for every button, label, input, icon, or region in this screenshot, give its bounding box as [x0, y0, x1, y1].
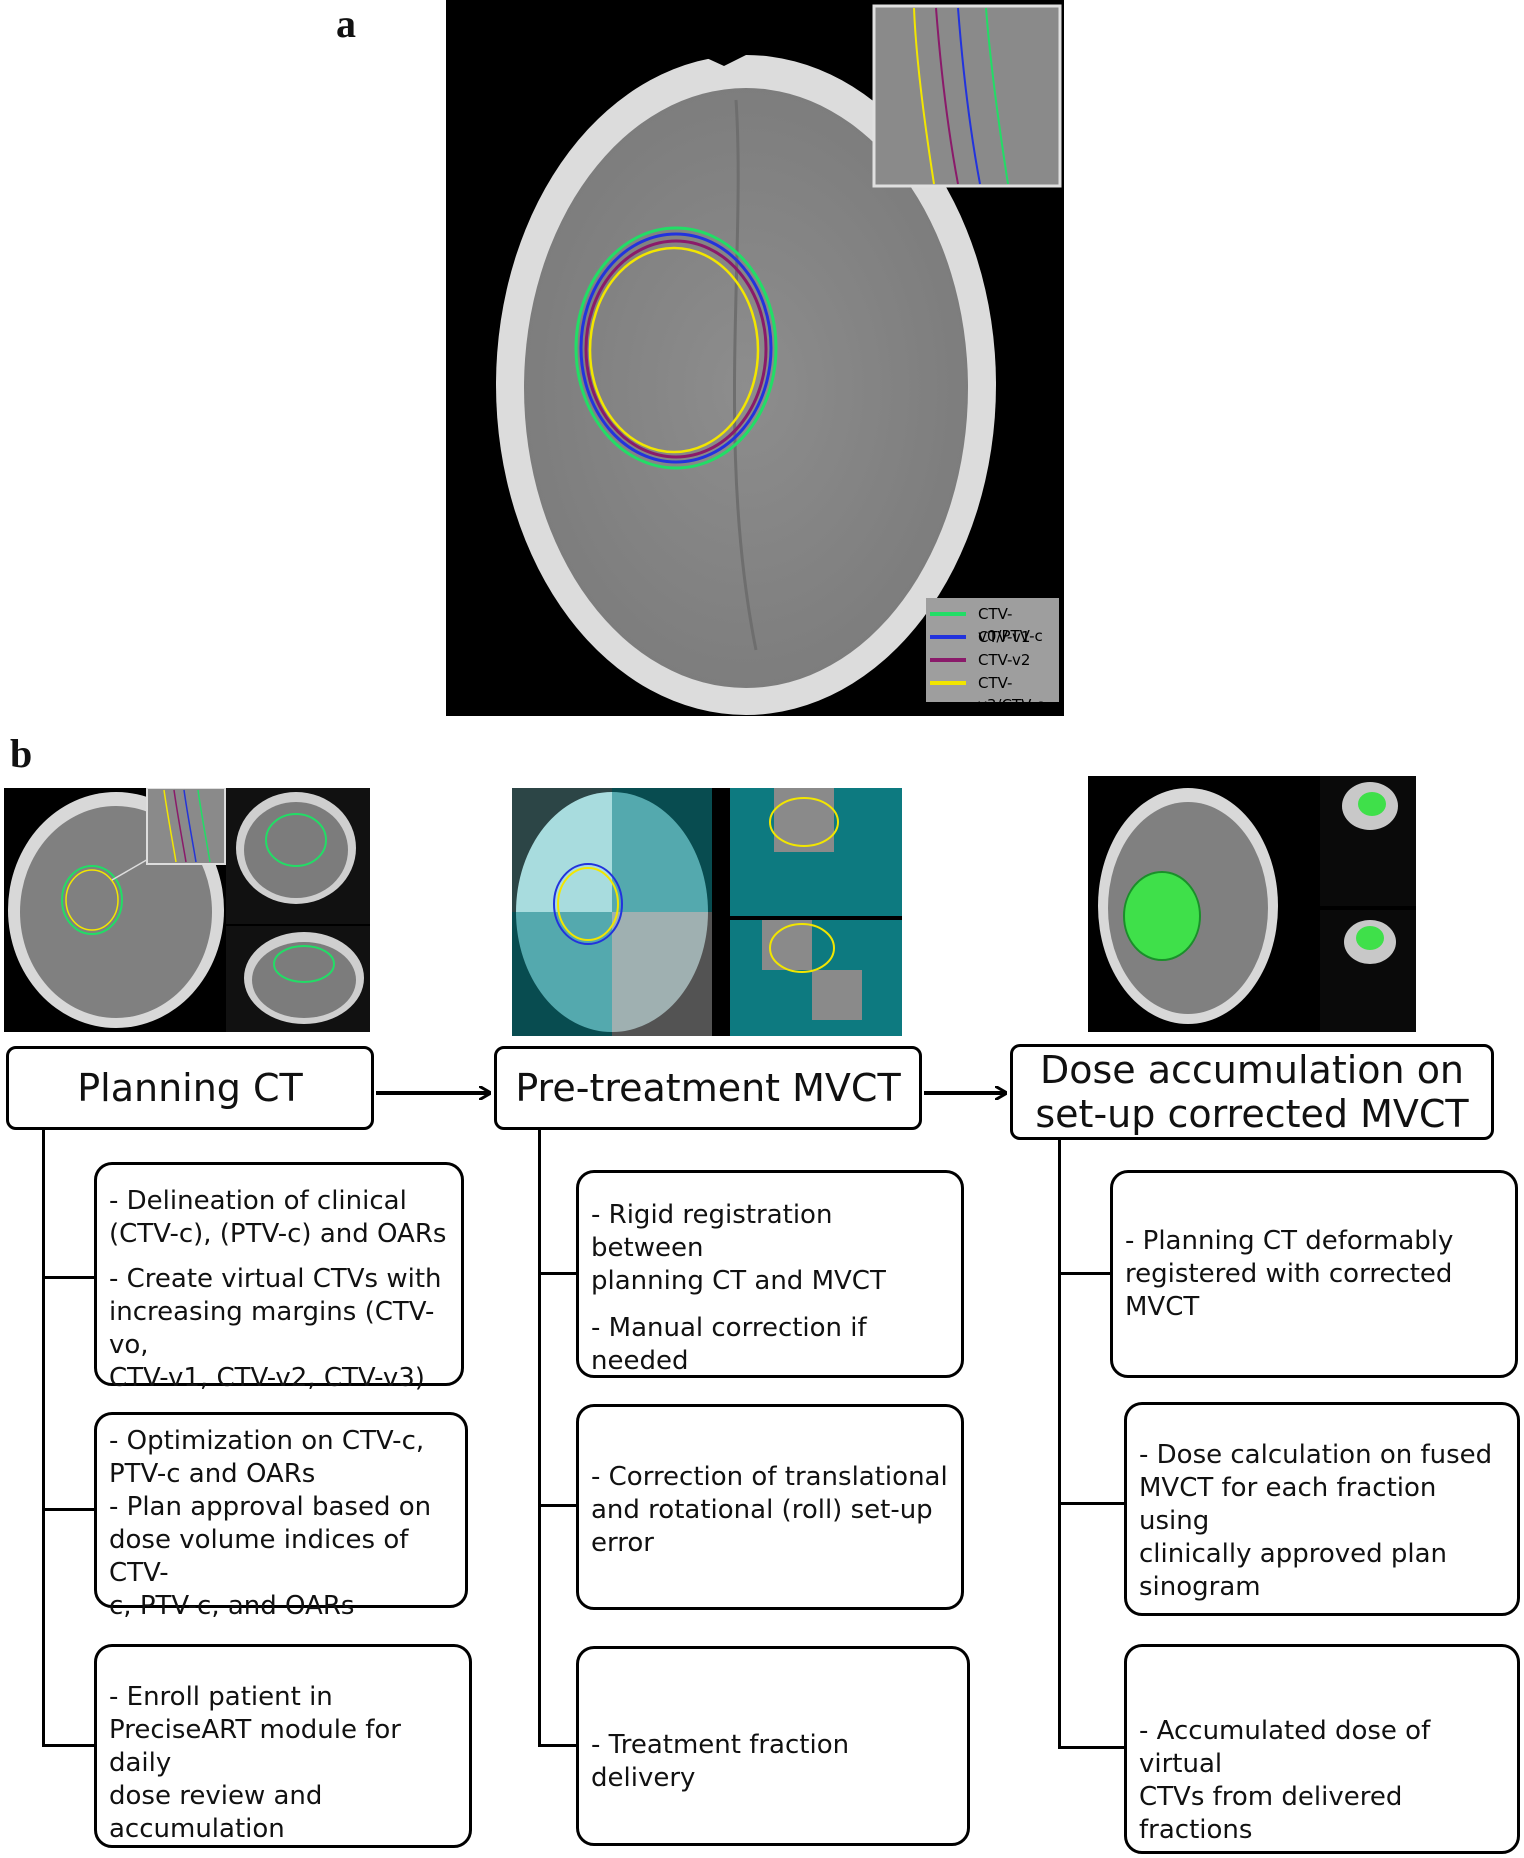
step-text: - Delineation of clinical — [109, 1186, 407, 1216]
mvct-registration-images — [512, 788, 902, 1036]
step-text: (CTV-c), (PTV-c) and OARs — [109, 1219, 447, 1249]
step-text: planning CT and MVCT — [591, 1266, 886, 1296]
connector-branch — [538, 1504, 578, 1507]
contour-ctv-v0 — [574, 226, 778, 470]
step-text: CTV-v1, CTV-v2, CTV-v3) — [109, 1363, 425, 1393]
contour-legend: CTV-v0/PTV-c CTV-v1 CTV-v2 CTV-v3/CTV-c — [926, 598, 1059, 714]
legend-label: CTV-v0/PTV-c — [978, 605, 1043, 645]
step-text: - Optimization on CTV-c, — [109, 1426, 425, 1456]
dose-step-accumulated: - Accumulated dose of virtual CTVs from … — [1124, 1644, 1520, 1854]
mvct-step-registration: - Rigid registration between planning CT… — [576, 1170, 964, 1378]
planning-step-delineation: - Delineation of clinical (CTV-c), (PTV-… — [94, 1162, 464, 1393]
step-text: - Treatment fraction delivery — [591, 1730, 850, 1793]
dose-connector — [1058, 1140, 1061, 1748]
dose-step-calculation: - Dose calculation on fused MVCT for eac… — [1124, 1402, 1520, 1616]
step-text: - Enroll patient in — [109, 1682, 333, 1712]
step-text: accumulation — [109, 1814, 285, 1844]
step-text: needed — [591, 1346, 689, 1376]
step-text: PTV-c and OARs — [109, 1459, 316, 1489]
planning-step-optimization: - Optimization on CTV-c, PTV-c and OARs … — [94, 1412, 468, 1621]
contour-ctv-v1 — [579, 232, 773, 464]
legend-swatch — [930, 635, 966, 639]
pre-treatment-mvct-title: Pre-treatment MVCT — [515, 1066, 901, 1110]
step-text: PreciseART module for daily — [109, 1715, 401, 1778]
mvct-step-delivery: - Treatment fraction delivery — [576, 1646, 970, 1846]
legend-item: CTV-v0/PTV-c — [926, 603, 1059, 645]
planning-step-enroll: - Enroll patient in PreciseART module fo… — [94, 1644, 472, 1848]
step-text: MVCT for each fraction using — [1139, 1473, 1437, 1536]
connector-branch — [1058, 1272, 1110, 1275]
contour-ctv-v3 — [588, 246, 760, 454]
step-text: CTVs from delivered fractions — [1139, 1782, 1403, 1845]
connector-branch — [1058, 1502, 1124, 1505]
legend-label: CTV-v1 — [978, 628, 1031, 646]
panel-b-label: b — [10, 731, 33, 776]
dose-accumulation-title-line1: Dose accumulation on — [1039, 1048, 1465, 1092]
planning-ct-header: Planning CT — [6, 1046, 374, 1130]
legend-item: CTV-v3/CTV-c — [926, 672, 1059, 714]
legend-item: CTV-v2 — [926, 649, 1059, 671]
step-text: increasing margins (CTV-vo, — [109, 1297, 435, 1360]
step-text: c, PTV-c, and OARs — [109, 1591, 355, 1621]
planning-ct-images — [4, 788, 370, 1032]
step-text: - Accumulated dose of virtual — [1139, 1716, 1431, 1779]
connector-branch — [42, 1276, 94, 1279]
step-text: clinically approved plan — [1139, 1539, 1448, 1569]
step-text: sinogram — [1139, 1572, 1261, 1602]
connector-branch — [538, 1272, 578, 1275]
zoom-inset — [872, 4, 1062, 188]
planning-ct-connector — [42, 1130, 45, 1746]
legend-swatch — [930, 658, 966, 662]
step-text: - Planning CT deformably — [1125, 1226, 1454, 1256]
dose-accumulation-title-line2: set-up corrected MVCT — [1035, 1092, 1469, 1136]
step-text: - Correction of translational — [591, 1462, 948, 1492]
step-text: - Rigid registration between — [591, 1200, 833, 1263]
legend-swatch — [930, 612, 966, 616]
step-text: dose volume indices of CTV- — [109, 1525, 409, 1588]
axial-ct-drawing — [496, 4, 1062, 715]
connector-branch — [42, 1508, 94, 1511]
legend-label: CTV-v3/CTV-c — [978, 674, 1045, 714]
contour-ctv-v2 — [584, 239, 768, 459]
step-text: and rotational (roll) set-up — [591, 1495, 933, 1525]
step-text: registered with corrected — [1125, 1259, 1453, 1289]
step-text: - Create virtual CTVs with — [109, 1264, 442, 1294]
legend-item: CTV-v1 — [926, 626, 1059, 648]
legend-label: CTV-v2 — [978, 651, 1031, 669]
pre-treatment-mvct-header: Pre-treatment MVCT — [494, 1046, 922, 1130]
step-text: MVCT — [1125, 1292, 1200, 1322]
dose-step-deformable: - Planning CT deformably registered with… — [1110, 1170, 1518, 1378]
mvct-step-correction: - Correction of translational and rotati… — [576, 1404, 964, 1610]
planning-ct-title: Planning CT — [77, 1066, 303, 1110]
legend-swatch — [930, 681, 966, 685]
panel-a-label: a — [336, 1, 356, 46]
connector-branch — [42, 1744, 94, 1747]
step-text: dose review and — [109, 1781, 323, 1811]
dose-accumulation-header: Dose accumulation on set-up corrected MV… — [1010, 1044, 1494, 1140]
dose-accumulation-images — [1088, 776, 1416, 1032]
connector-branch — [538, 1744, 578, 1747]
mvct-connector — [538, 1130, 541, 1746]
step-text: error — [591, 1528, 654, 1558]
step-text: - Dose calculation on fused — [1139, 1440, 1493, 1470]
step-text: - Manual correction if — [591, 1313, 867, 1343]
step-text: - Plan approval based on — [109, 1492, 432, 1522]
axial-ct-image: CTV-v0/PTV-c CTV-v1 CTV-v2 CTV-v3/CTV-c — [446, 0, 1064, 716]
connector-branch — [1058, 1746, 1124, 1749]
